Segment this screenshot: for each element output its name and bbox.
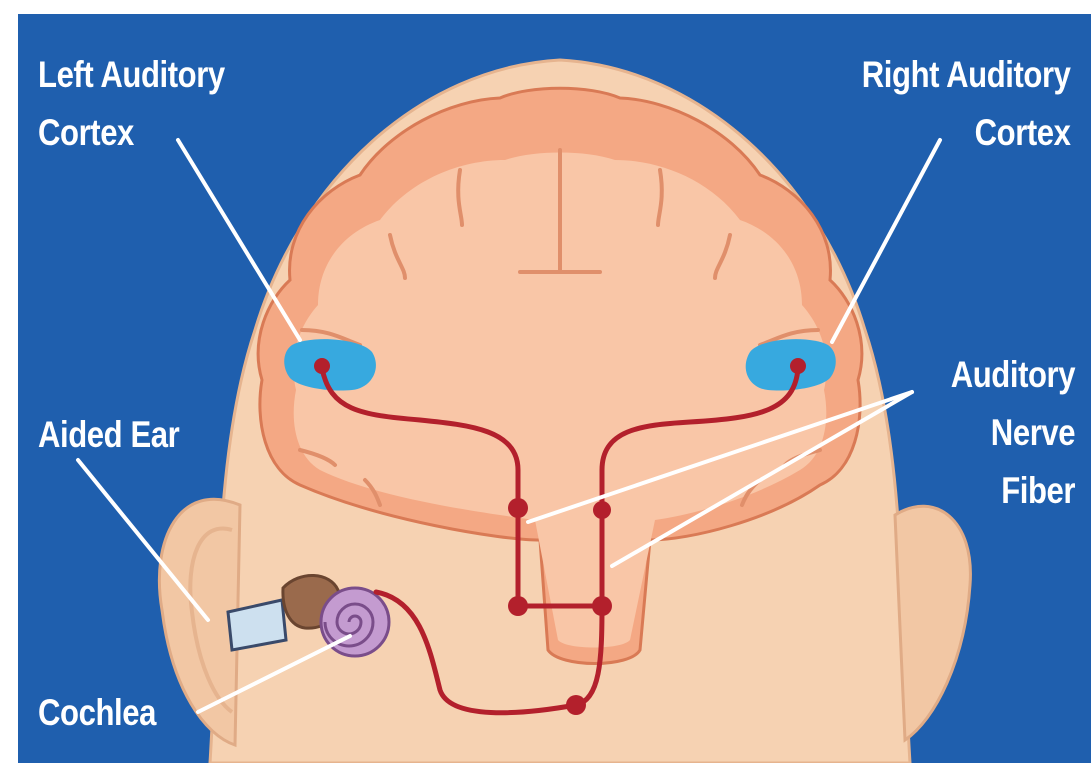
auditory-nerve-fiber-label: Auditory Nerve Fiber <box>951 346 1075 520</box>
left-auditory-cortex-label-line1: Left Auditory <box>38 46 225 104</box>
left-auditory-cortex-label: Left Auditory Cortex <box>38 46 225 162</box>
node-right-lower <box>592 596 612 616</box>
auditory-nerve-fiber-label-line1: Auditory <box>951 346 1075 404</box>
auditory-nerve-fiber-label-line3: Fiber <box>951 462 1075 520</box>
right-auditory-cortex-label-line1: Right Auditory <box>862 46 1071 104</box>
node-left-lower <box>508 596 528 616</box>
right-auditory-cortex-label-line2: Cortex <box>862 104 1071 162</box>
auditory-nerve-fiber-label-line2: Nerve <box>951 404 1075 462</box>
left-auditory-cortex-label-line2: Cortex <box>38 104 225 162</box>
node-right-relay <box>593 501 611 519</box>
right-auditory-cortex-label: Right Auditory Cortex <box>862 46 1071 162</box>
cochlea-label: Cochlea <box>38 684 156 742</box>
cochlea-label-text: Cochlea <box>38 684 156 742</box>
left-auditory-cortex-area <box>284 339 376 390</box>
node-brainstem <box>566 695 586 715</box>
node-right-cortex <box>790 358 806 374</box>
aided-ear-label-text: Aided Ear <box>38 406 179 464</box>
node-left-cortex <box>314 358 330 374</box>
aided-ear-label: Aided Ear <box>38 406 179 464</box>
node-left-relay <box>508 498 528 518</box>
